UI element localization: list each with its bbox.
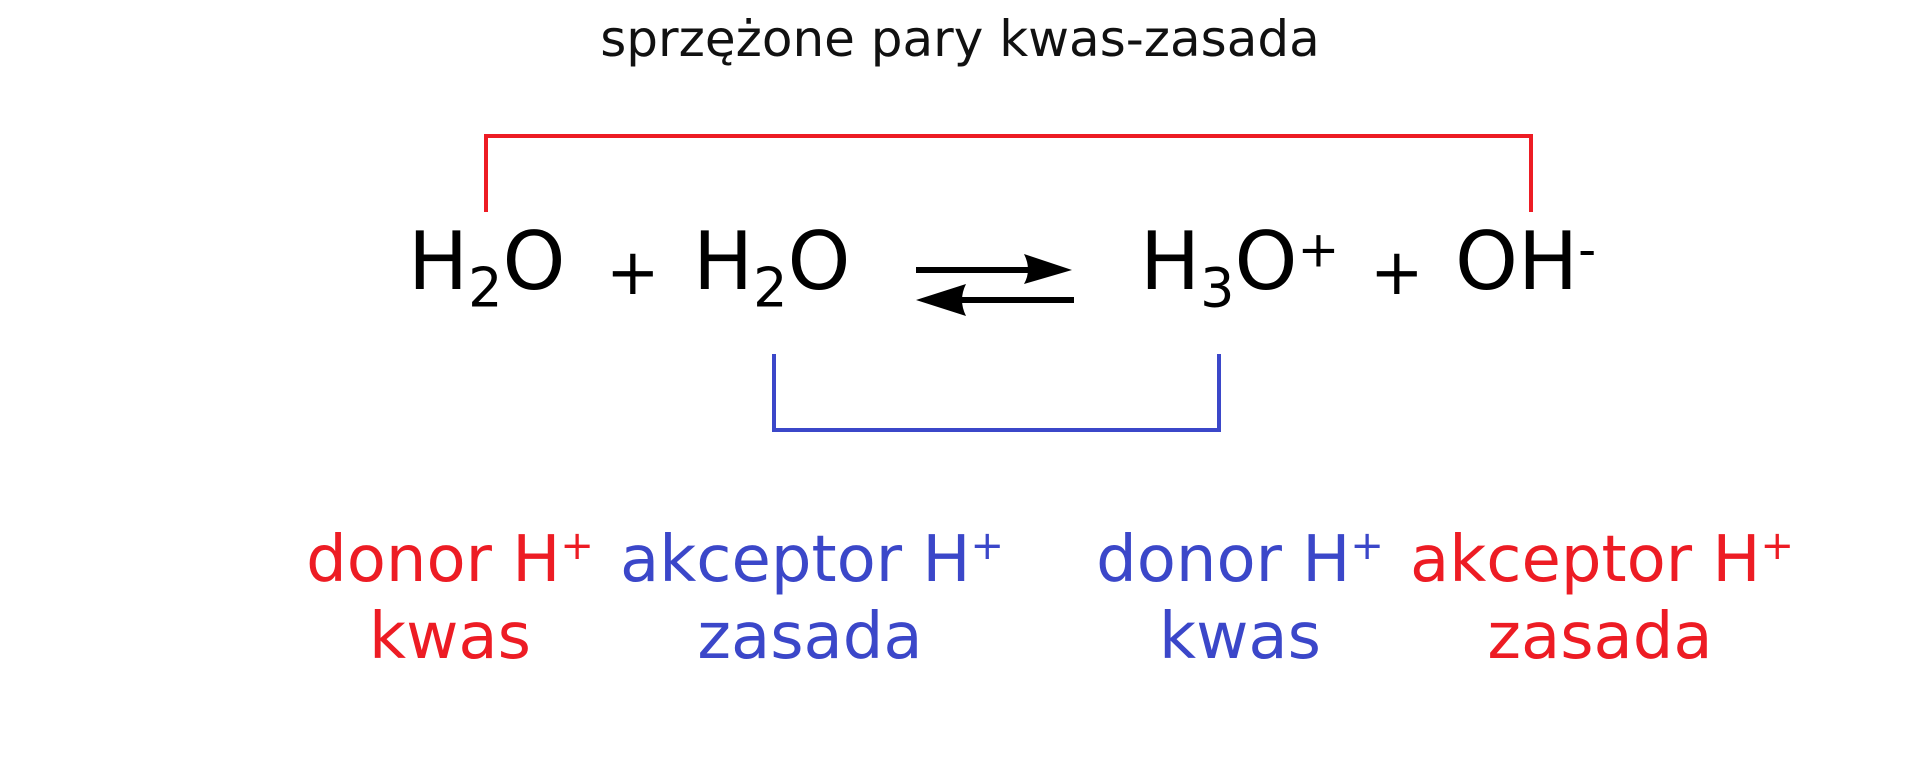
label-donor-acid-1: donor H+ kwas [306, 523, 594, 674]
product-hydronium: H3O+ [1140, 215, 1340, 320]
label-acceptor-base-1: akceptor H+ zasada [620, 523, 1005, 674]
reactant-water-2: H2O [693, 215, 851, 320]
label-donor-acid-2: donor H+ kwas [1096, 523, 1384, 674]
red-conjugate-pair-bracket [484, 134, 1533, 212]
product-hydroxide: OH- [1455, 215, 1597, 308]
blue-conjugate-pair-bracket [772, 354, 1221, 432]
plus-sign-1: + [606, 236, 660, 310]
label-acceptor-base-2: akceptor H+ zasada [1410, 523, 1795, 674]
equilibrium-arrows-icon [916, 254, 1074, 316]
reactant-water-1: H2O [408, 215, 566, 320]
plus-sign-2: + [1370, 236, 1424, 310]
diagram-title: sprzężone pary kwas-zasada [600, 10, 1320, 68]
